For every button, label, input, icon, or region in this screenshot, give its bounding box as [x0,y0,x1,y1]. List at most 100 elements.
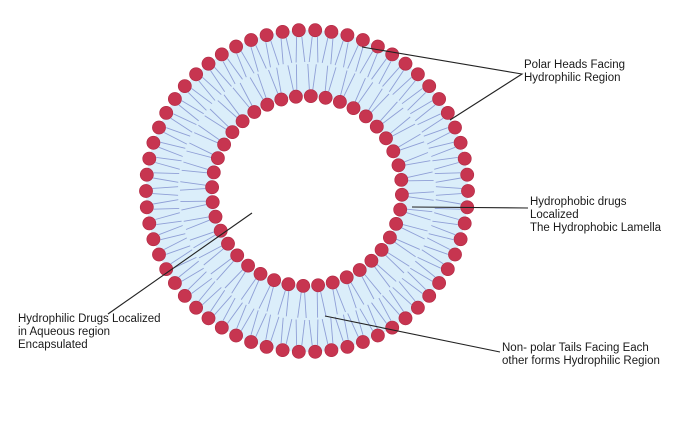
lipid-head [333,95,346,108]
lipid-head [375,243,388,256]
lipid-head [326,276,339,289]
lipid-head [276,25,289,38]
lipid-head [190,68,203,81]
lipid-head [140,168,153,181]
lipid-head [341,340,354,353]
lipid-head [289,90,302,103]
lipid-head [168,276,181,289]
lipid-head [178,80,191,93]
lipid-head [365,254,378,267]
label-polar-heads: Polar Heads Facing Hydrophilic Region [524,59,625,85]
lipid-head [206,196,219,209]
lipid-head [356,335,369,348]
lipid-head [325,344,338,357]
label-nonpolar-tails-line-2: other forms Hydrophilic Region [502,355,660,368]
lipid-head [231,249,244,262]
lipid-head [433,92,446,105]
lipid-head [292,24,305,37]
lipid-head [221,237,234,250]
lipid-head [347,102,360,115]
lipid-head [386,48,399,61]
lipid-head [454,233,467,246]
lipid-head [248,105,261,118]
lipid-head [371,329,384,342]
lipid-head [242,259,255,272]
lipid-tail [296,37,297,63]
lipid-head [411,68,424,81]
label-hydrophobic-drugs-line-1: Hydrophobic drugs [530,196,661,209]
lipid-head [207,166,220,179]
label-nonpolar-tails-line-1: Non- polar Tails Facing Each [502,342,660,355]
lipid-head [325,25,338,38]
lipid-head [152,248,165,261]
label-hydrophilic-drugs-line-2: in Aqueous region [18,326,161,339]
lipid-head [190,301,203,314]
lipid-head [370,120,383,133]
lipid-head [202,57,215,70]
lipid-head [448,121,461,134]
label-hydrophobic-drugs: Hydrophobic drugs Localized The Hydropho… [530,196,661,235]
lipid-head [394,203,407,216]
lipid-head [379,132,392,145]
lipid-head [441,263,454,276]
lipid-tail [296,320,297,346]
lipid-head [236,115,249,128]
lipid-head [147,233,160,246]
lipid-head [211,152,224,165]
label-polar-heads-line-2: Hydrophilic Region [524,72,625,85]
lipid-head [282,278,295,291]
label-hydrophilic-drugs-line-1: Hydrophilic Drugs Localized [18,313,161,326]
lipid-head [458,217,471,230]
label-nonpolar-tails: Non- polar Tails Facing Each other forms… [502,342,660,368]
lipid-head [218,138,231,151]
lipid-head [441,106,454,119]
lipid-head [304,90,317,103]
lipid-head [245,33,258,46]
lipid-head [433,276,446,289]
lipid-head [423,289,436,302]
lipid-head [458,152,471,165]
lipid-head [275,93,288,106]
lipid-head [359,110,372,123]
label-polar-heads-line-1: Polar Heads Facing [524,59,625,72]
lipid-head [395,173,408,186]
lipid-head [390,217,403,230]
lipid-tail [317,320,318,346]
lipid-head [340,271,353,284]
lipid-head [448,248,461,261]
lipid-head [371,40,384,53]
lipid-tail [317,37,318,63]
lipid-head [423,80,436,93]
lipid-head [297,279,310,292]
lipid-head [206,181,219,194]
lipid-head [209,210,222,223]
lipid-head [461,168,474,181]
lipid-head [268,274,281,287]
lipid-head [254,267,267,280]
lipid-head [309,24,322,37]
lipid-head [276,344,289,357]
lipid-head [230,329,243,342]
lipid-head [160,106,173,119]
lipid-head [260,340,273,353]
lipid-head [140,201,153,214]
lipid-head [245,335,258,348]
lipid-head [399,57,412,70]
lipid-head [178,289,191,302]
lipid-head [261,98,274,111]
lipid-head [386,321,399,334]
label-hydrophilic-drugs: Hydrophilic Drugs Localized in Aqueous r… [18,313,161,352]
lipid-head [312,279,325,292]
lipid-head [387,145,400,158]
lipid-head [230,40,243,53]
lipid-head [341,28,354,41]
lipid-head [395,188,408,201]
lipid-head [353,263,366,276]
lipid-head [226,126,239,139]
lipid-head [392,159,405,172]
lipid-head [383,231,396,244]
lipid-head [215,48,228,61]
lipid-head [454,136,467,149]
lipid-head [168,92,181,105]
